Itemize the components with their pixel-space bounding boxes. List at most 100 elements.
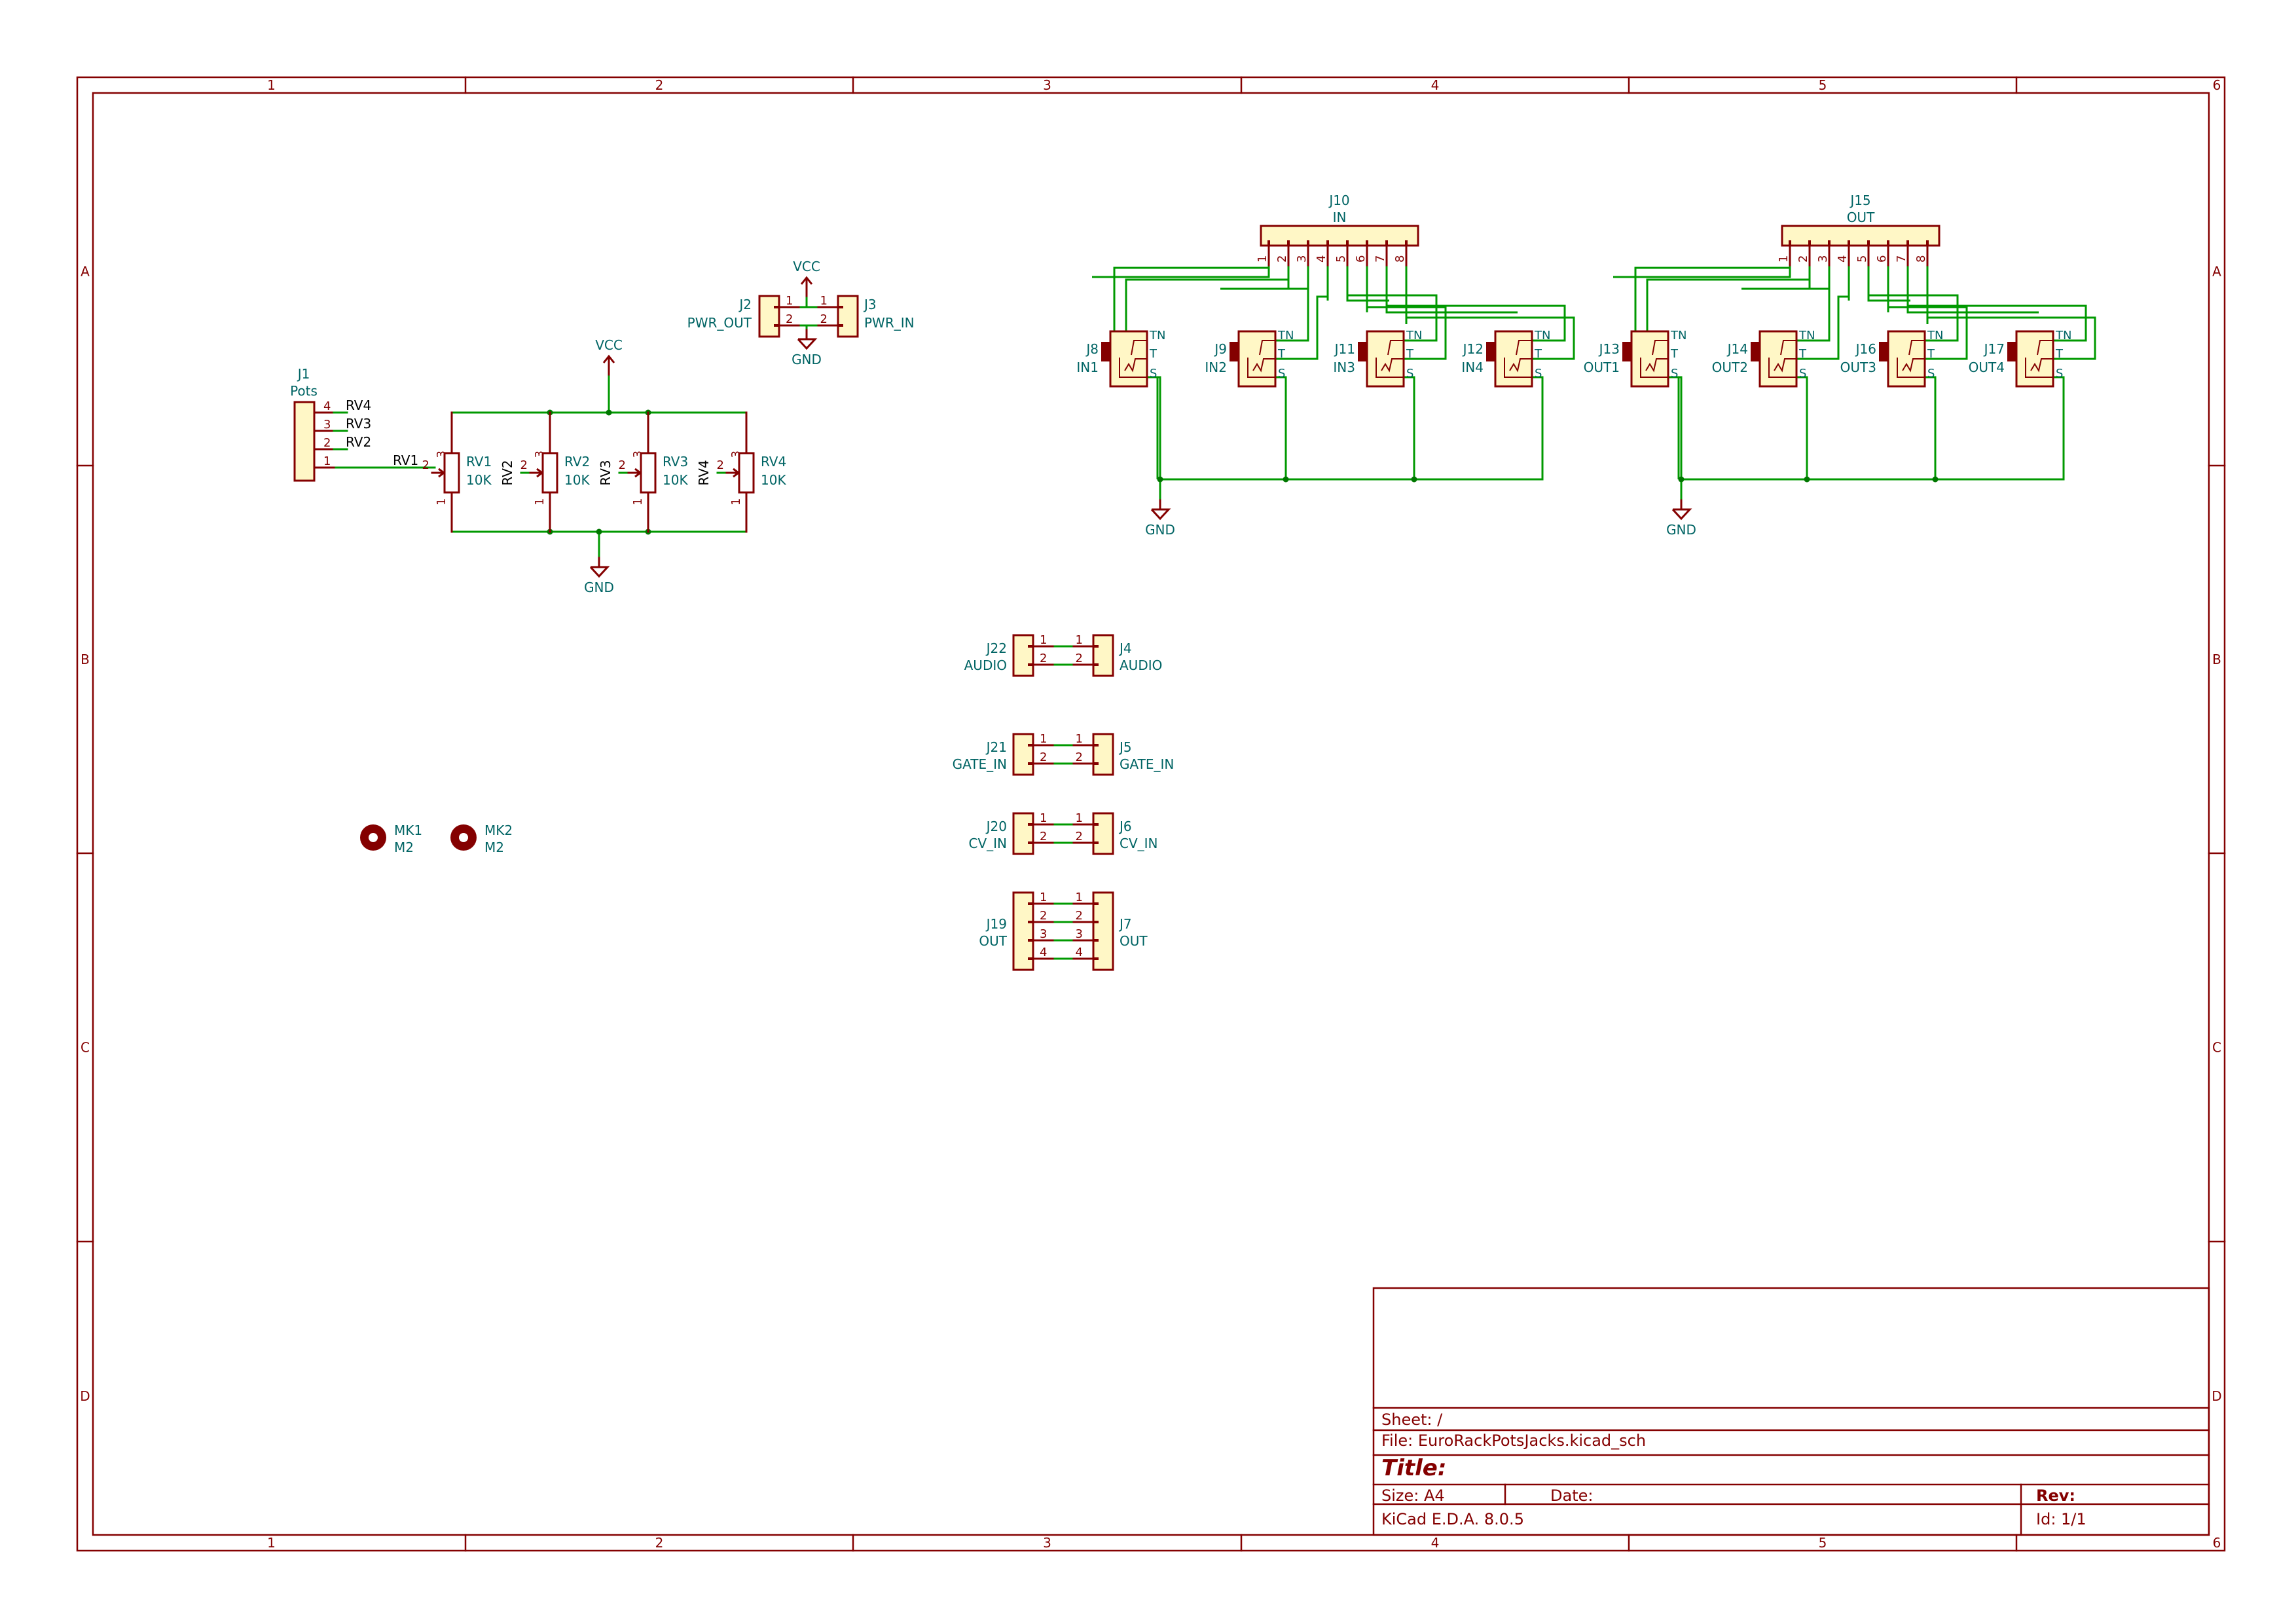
connector-j22: 12 <box>1012 633 1054 677</box>
net-label: RV3 <box>346 416 371 432</box>
connector-body <box>1781 225 1941 247</box>
pin-number: 1 <box>1076 891 1083 904</box>
pin-stub <box>1028 762 1033 765</box>
pin-number: 2 <box>1076 750 1083 764</box>
pin-stub <box>774 324 779 327</box>
value-label: AUDIO <box>964 657 1007 673</box>
junction-dot <box>1157 476 1163 483</box>
pin-number: 4 <box>1040 946 1047 959</box>
pin-stub <box>774 306 779 308</box>
pin-number: 3 <box>729 451 743 458</box>
column-label-bottom: 2 <box>655 1535 664 1551</box>
column-label-top: 6 <box>2213 77 2221 93</box>
column-label-bottom: 4 <box>1431 1535 1440 1551</box>
pin-number: 1 <box>786 294 793 308</box>
ref-label: MK1 <box>394 822 422 838</box>
pin-number: 2 <box>820 312 828 326</box>
pin-stub <box>1093 762 1099 765</box>
pin-label-s: S <box>1278 367 1285 380</box>
revision-label: Rev: <box>2036 1486 2075 1505</box>
ref-label: J4 <box>1118 640 1132 656</box>
pin-number: 3 <box>533 451 547 458</box>
ref-label: J10 <box>1328 193 1349 208</box>
value-label: M2 <box>484 840 504 855</box>
value-label: PWR_IN <box>864 315 915 331</box>
title-block-border <box>1372 1287 2210 1536</box>
connector-body <box>1012 891 1034 971</box>
pin-stub <box>1028 921 1033 923</box>
pin-number: 3 <box>1040 927 1047 941</box>
value-label: PWR_OUT <box>687 315 752 331</box>
pin-stub <box>1366 240 1368 246</box>
pin-label-tn: TN <box>2055 329 2071 342</box>
column-label-bottom: 1 <box>267 1535 276 1551</box>
ref-label: RV4 <box>761 454 786 470</box>
ref-label: J20 <box>985 819 1007 834</box>
column-label-bottom: 5 <box>1819 1535 1827 1551</box>
column-label-top: 2 <box>655 77 664 93</box>
pin-stub <box>1093 645 1099 648</box>
vcc-label: VCC <box>595 337 623 353</box>
ref-label: J7 <box>1118 916 1132 932</box>
pin-stub <box>1093 921 1099 923</box>
row-label-right: B <box>2212 652 2221 667</box>
pin-stub <box>1093 939 1099 942</box>
connector-j6: 12 <box>1072 811 1114 855</box>
value-label: IN3 <box>1333 360 1355 375</box>
pin-stub <box>1267 240 1270 246</box>
pin-label-tn: TN <box>1927 329 1943 342</box>
value-label: IN2 <box>1205 360 1227 375</box>
pin-number: 2 <box>619 458 626 472</box>
pin-label-tn: TN <box>1534 329 1550 342</box>
date-label: Date: <box>1550 1486 1593 1505</box>
file-name: File: EuroRackPotsJacks.kicad_sch <box>1381 1431 1646 1450</box>
pin-number: 2 <box>1040 909 1047 923</box>
wire-sleeve <box>1925 376 1937 479</box>
ref-label: J12 <box>1462 341 1484 357</box>
title-block: Sheet: /File: EuroRackPotsJacks.kicad_sc… <box>1372 1287 2210 1536</box>
pin-label-t: T <box>2055 347 2064 361</box>
pin-stub <box>1028 902 1033 905</box>
gnd-power-symbol: GND <box>1666 499 1696 538</box>
pin-stub <box>838 324 843 327</box>
pin-label-s: S <box>1799 367 1806 380</box>
pin-label-tn: TN <box>1798 329 1815 342</box>
pin-number: 3 <box>435 451 448 458</box>
pin-number: 2 <box>422 458 429 472</box>
sheet-id: Id: 1/1 <box>2036 1510 2086 1528</box>
connector-body <box>1092 634 1114 677</box>
pin-number: 1 <box>1040 891 1047 904</box>
pin-number: 4 <box>1836 255 1850 263</box>
ref-label: J6 <box>1118 819 1132 834</box>
pin-label-s: S <box>1671 367 1678 380</box>
row-label-left: D <box>80 1388 90 1404</box>
connector-body <box>1092 812 1114 855</box>
jack-sleeve <box>1751 342 1760 361</box>
pin-number: 2 <box>1040 750 1047 764</box>
ref-label: RV3 <box>663 454 688 470</box>
pin-stub <box>1808 240 1811 246</box>
wire-sleeve <box>1147 376 1159 479</box>
pin-number: 1 <box>729 498 743 506</box>
pin-stub <box>1093 902 1099 905</box>
pin-stub <box>1346 240 1349 246</box>
net-label: RV2 <box>346 434 371 450</box>
row-label-right: D <box>2212 1388 2221 1404</box>
connector-j21: 12 <box>1012 732 1054 776</box>
value-label: OUT <box>1847 210 1875 225</box>
connector-body <box>837 295 859 338</box>
ref-label: J16 <box>1855 341 1876 357</box>
junction-dot <box>1804 476 1810 483</box>
net-label: RV3 <box>598 460 613 485</box>
gnd-label: GND <box>1666 522 1696 538</box>
pin-number: 1 <box>323 454 331 468</box>
wire-sleeve <box>1668 376 1680 479</box>
junction-dot <box>1932 476 1939 483</box>
pin-label-s: S <box>1406 367 1413 380</box>
pin-number: 1 <box>1040 633 1047 647</box>
jack-sleeve <box>1622 342 1631 361</box>
